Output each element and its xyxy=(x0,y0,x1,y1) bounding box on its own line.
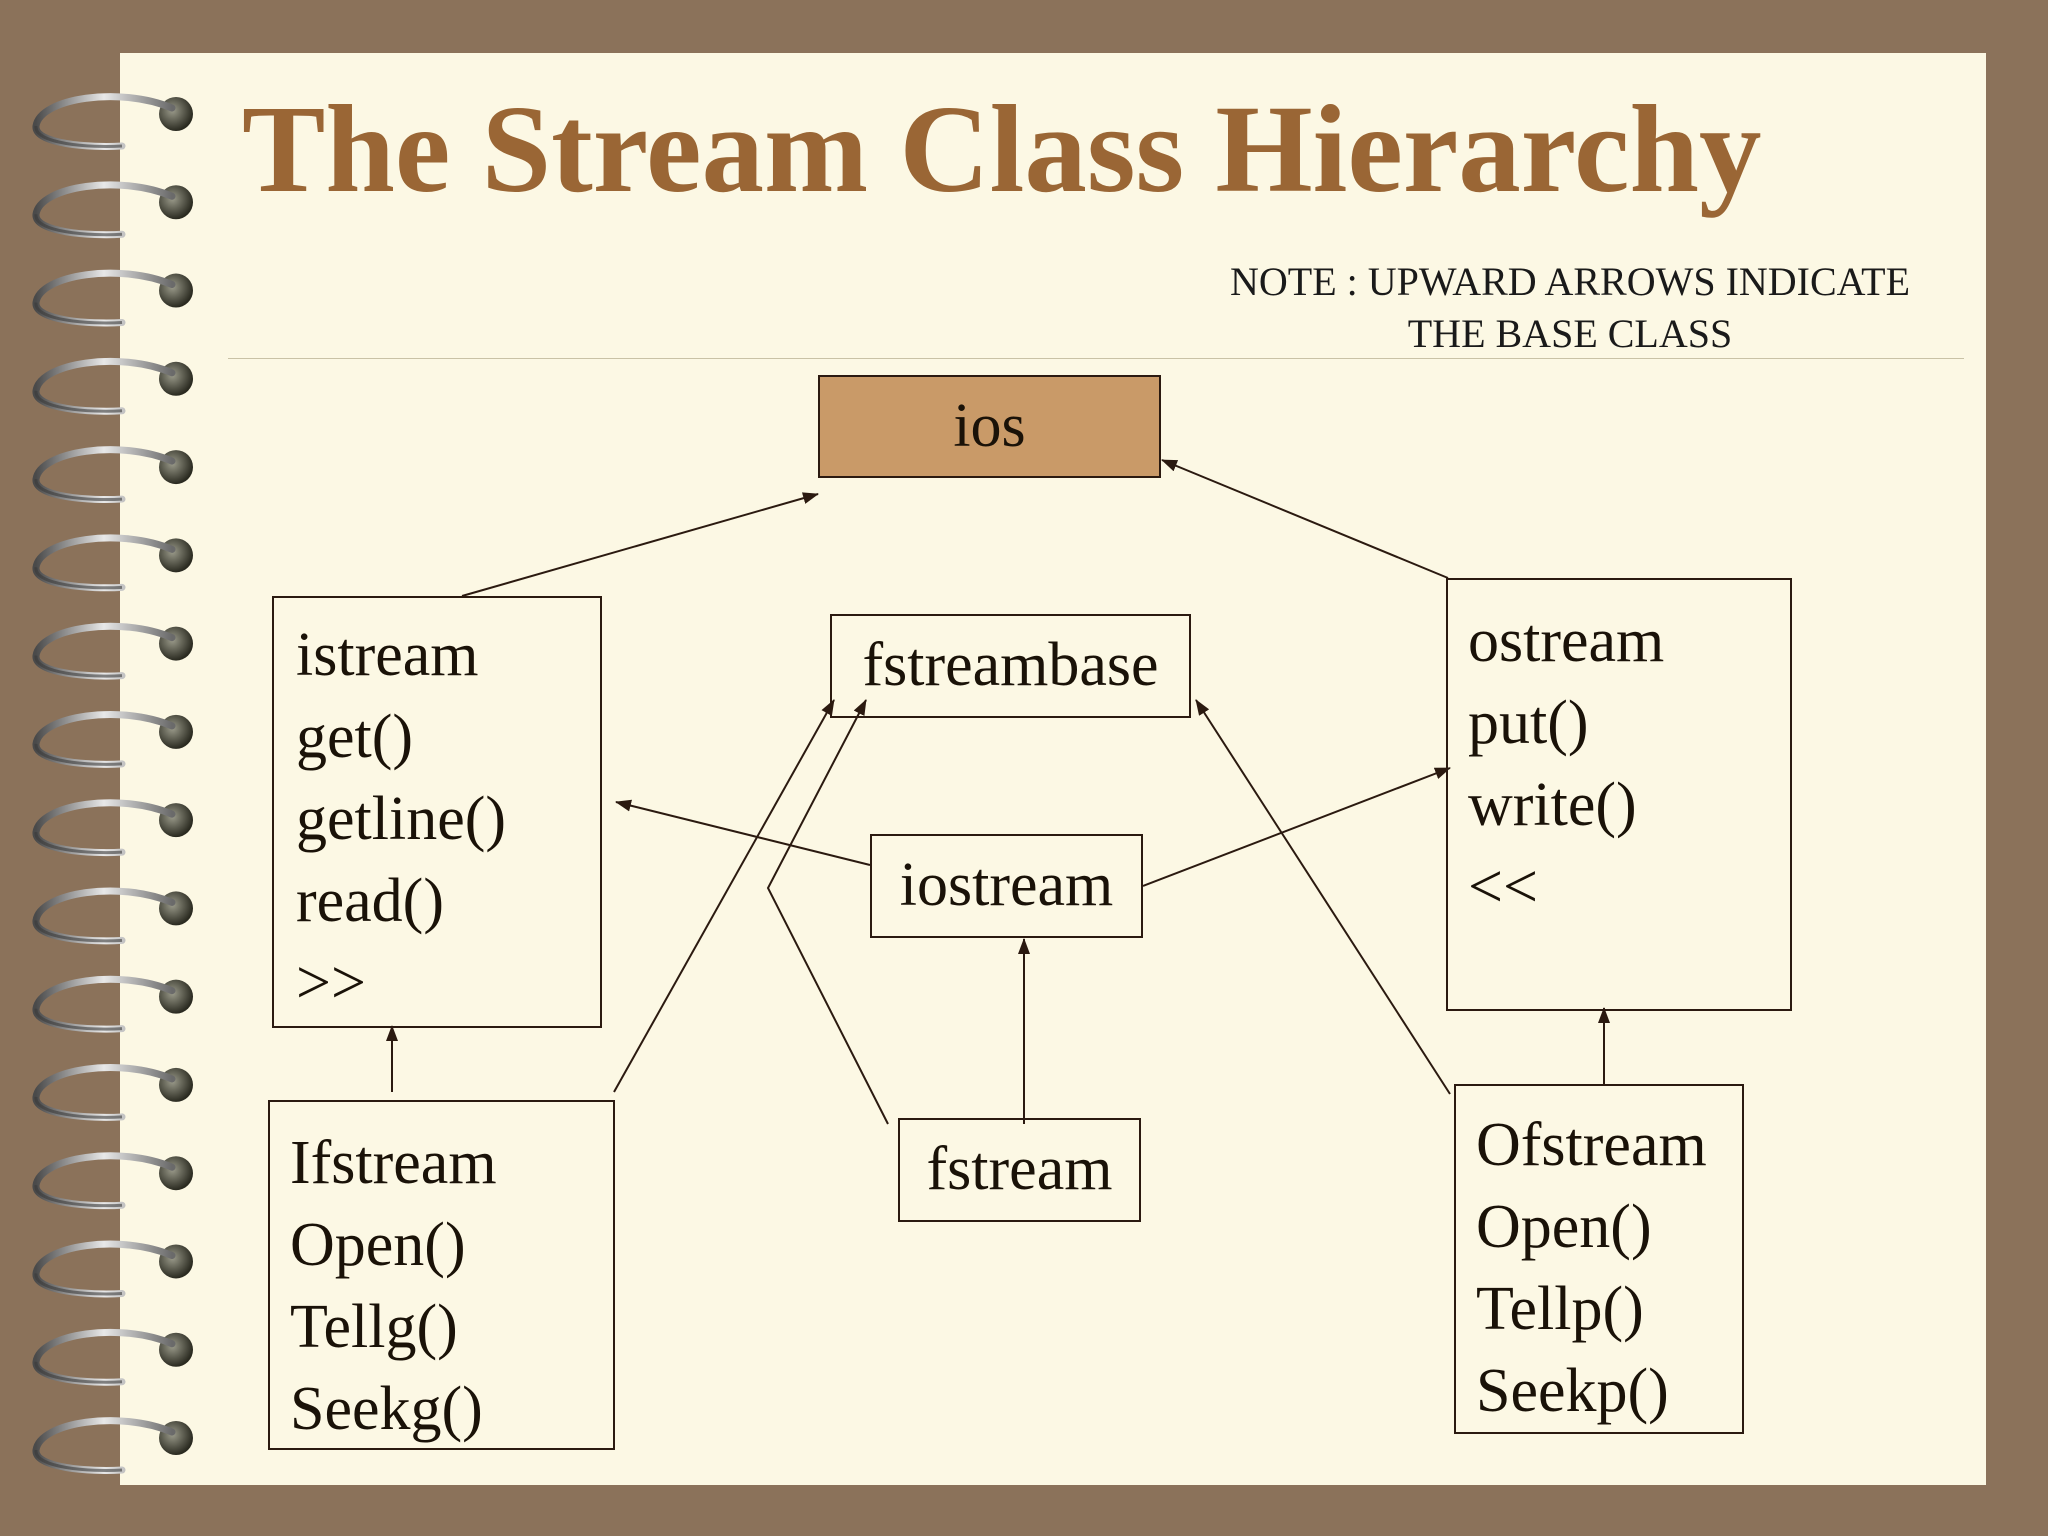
node-istream-line-2: get() xyxy=(296,703,414,771)
node-fstreambase: fstreambase xyxy=(830,614,1191,718)
arrow-iostream-to-istream xyxy=(615,799,871,866)
node-ofstream-line-1: Ofstream xyxy=(1476,1111,1707,1179)
node-ios: ios xyxy=(818,375,1161,478)
spiral-binding-coil-icon xyxy=(32,1328,193,1386)
node-ofstream-line-2: Open() xyxy=(1476,1193,1652,1261)
spiral-binding-coil-icon xyxy=(32,711,193,768)
node-ifstream-line-2: Open() xyxy=(290,1211,466,1279)
arrow-istream-to-ios xyxy=(461,492,819,597)
node-ifstream-line-4: Seekg() xyxy=(290,1375,483,1443)
node-istream-line-5: >> xyxy=(296,949,366,1017)
node-ofstream: Ofstream Open() Tellp() Seekp() xyxy=(1454,1084,1744,1434)
node-istream: istream get() getline() read() >> xyxy=(272,596,602,1028)
spiral-binding-coil-icon xyxy=(32,93,193,150)
node-ofstream-line-4: Seekp() xyxy=(1476,1357,1669,1425)
arrow-ofstream-to-fstreambase xyxy=(1195,699,1451,1095)
node-fstream-label: fstream xyxy=(926,1135,1113,1203)
page-title: The Stream Class Hierarchy xyxy=(242,81,1762,219)
node-iostream: iostream xyxy=(870,834,1143,938)
notebook-page xyxy=(120,53,1986,1485)
node-iostream-label: iostream xyxy=(899,851,1114,919)
spiral-binding-coil-icon xyxy=(32,1417,193,1474)
spiral-binding-coils xyxy=(32,93,193,1474)
arrow-fstream-to-fstreambase xyxy=(766,699,889,1125)
spiral-binding-coil-icon xyxy=(32,534,193,592)
spiral-binding-coil-icon xyxy=(32,975,193,1033)
arrow-ostream-to-ios xyxy=(1161,459,1449,579)
arrow-ifstream-to-fstreambase xyxy=(613,699,835,1093)
node-ostream-line-1: ostream xyxy=(1468,607,1665,675)
node-fstreambase-label: fstreambase xyxy=(862,631,1159,699)
diagram-note: NOTE : UPWARD ARROWS INDICATE THE BASE C… xyxy=(1180,256,1960,360)
arrow-iostream-to-ostream xyxy=(1142,767,1451,887)
spiral-binding-coil-icon xyxy=(32,1152,193,1210)
spiral-binding-coil-icon xyxy=(32,1064,193,1121)
spiral-binding-coil-icon xyxy=(32,622,193,680)
node-ifstream-line-1: Ifstream xyxy=(290,1129,497,1197)
node-ostream-line-2: put() xyxy=(1468,689,1589,757)
note-line-2: THE BASE CLASS xyxy=(1407,311,1733,356)
node-ifstream: Ifstream Open() Tellg() Seekg() xyxy=(268,1100,615,1450)
title-divider xyxy=(228,358,1964,359)
node-fstream: fstream xyxy=(898,1118,1141,1222)
node-ofstream-line-3: Tellp() xyxy=(1476,1275,1644,1343)
spiral-binding-coil-icon xyxy=(32,357,193,415)
spiral-binding-coil-icon xyxy=(32,799,193,857)
spiral-binding-coil-icon xyxy=(32,887,193,945)
node-ios-label: ios xyxy=(953,392,1026,460)
node-istream-line-1: istream xyxy=(296,621,479,689)
node-istream-line-4: read() xyxy=(296,867,444,935)
spiral-binding-coil-icon xyxy=(32,181,193,239)
node-ostream-line-4: << xyxy=(1468,853,1538,921)
spiral-binding-coil-icon xyxy=(32,269,193,327)
note-line-1: NOTE : UPWARD ARROWS INDICATE xyxy=(1230,259,1910,304)
node-ostream: ostream put() write() << xyxy=(1446,578,1792,1011)
node-istream-line-3: getline() xyxy=(296,785,507,853)
node-ostream-line-3: write() xyxy=(1468,771,1637,839)
node-ifstream-line-3: Tellg() xyxy=(290,1293,458,1361)
spiral-binding-coil-icon xyxy=(32,1240,193,1298)
spiral-binding-coil-icon xyxy=(32,446,193,504)
